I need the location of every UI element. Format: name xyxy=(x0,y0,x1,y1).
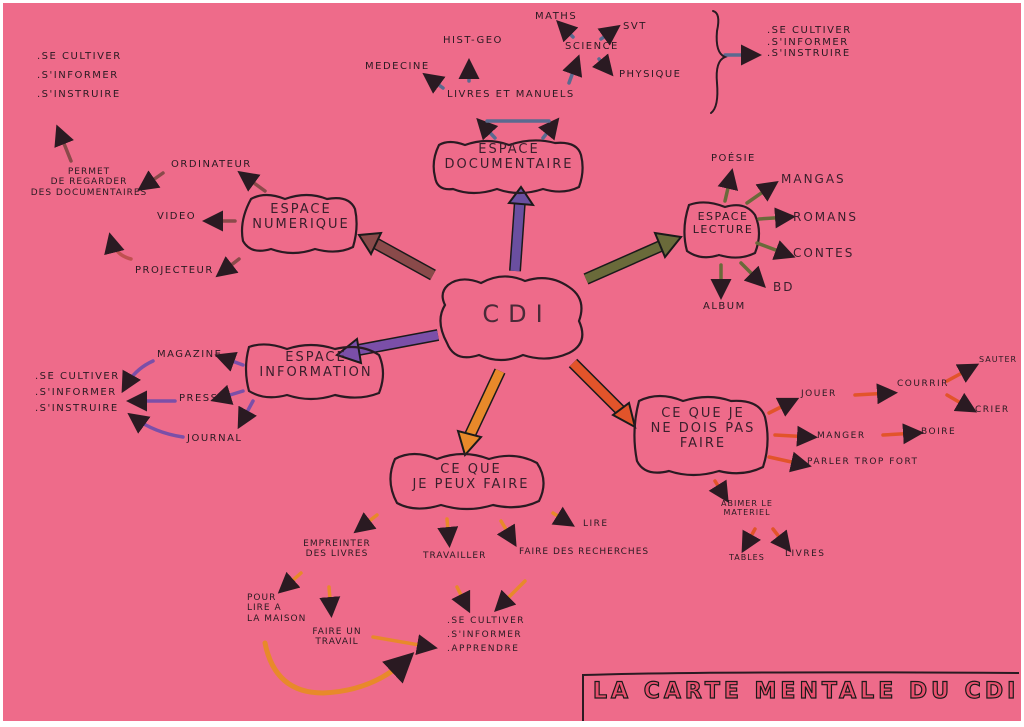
numerique-goals: .SE CULTIVER .S'INFORMER .S'INSTRUIRE xyxy=(37,47,122,104)
permet-line: DE REGARDER xyxy=(50,177,128,188)
jouer: JOUER xyxy=(801,389,837,399)
abimer-line: MATERIEL xyxy=(723,508,771,518)
faire-recherches: FAIRE DES RECHERCHES xyxy=(519,547,650,557)
travailler: TRAVAILLER xyxy=(423,551,487,561)
video: VIDEO xyxy=(157,211,197,222)
center-label: CDI xyxy=(482,300,552,328)
numerique-title-line2: NUMERIQUE xyxy=(252,216,350,232)
cloud-cdi xyxy=(439,275,584,362)
physique: PHYSIQUE xyxy=(619,69,682,80)
information-title-line2: INFORMATION xyxy=(259,364,373,380)
poesie: POÉSIE xyxy=(711,153,756,164)
ne-dois-pas-title-line1: CE QUE JE xyxy=(661,406,745,421)
abimer-line: ABIMER LE xyxy=(721,499,773,508)
documentaire-title-line2: DOCUMENTAIRE xyxy=(444,156,574,172)
cloud-peux-faire xyxy=(389,452,545,511)
goal-item: .SE CULTIVER xyxy=(37,51,122,62)
projecteur: PROJECTEUR xyxy=(135,265,214,276)
bd: BD xyxy=(773,280,795,294)
lecture-title-line2: LECTURE xyxy=(692,222,754,236)
permet-line: DES DOCUMENTAIRES xyxy=(30,187,148,198)
boire: BOIRE xyxy=(921,427,957,437)
peux-faire-goals: .SE CULTIVER .S'INFORMER .APPRENDRE xyxy=(447,615,525,657)
contes: CONTES xyxy=(793,246,855,260)
permet-regarder: PERMET DE REGARDER DES DOCUMENTAIRES xyxy=(29,167,149,198)
peux-faire-title-line1: CE QUE xyxy=(440,462,502,477)
crier: CRIER xyxy=(975,405,1010,415)
courrir: COURRIR xyxy=(897,379,949,389)
ne-dois-pas-title-line2: NE DOIS PAS xyxy=(650,420,756,436)
map-title: LA CARTE MENTALE DU CDI xyxy=(592,678,1020,704)
peux-faire-title-line2: JE PEUX FAIRE xyxy=(412,476,530,492)
goal-item: .S'INFORMER xyxy=(35,387,117,398)
ordinateur: ORDINATEUR xyxy=(171,159,252,170)
numerique-title-line1: ESPACE xyxy=(270,202,332,217)
cloud-ne-dois-pas xyxy=(633,394,769,477)
connector-layer xyxy=(54,10,1020,721)
documentaire-title: ESPACE DOCUMENTAIRE xyxy=(439,142,579,173)
maison-line: POUR xyxy=(247,593,277,603)
mangas: MANGAS xyxy=(781,172,846,186)
sauter: SAUTER xyxy=(979,355,1018,364)
hist-geo: HIST-GEO xyxy=(443,35,503,46)
cloud-numerique xyxy=(240,193,358,255)
goal-item: .S'INSTRUIRE xyxy=(37,89,121,100)
livres-abimer: LIVRES xyxy=(785,549,826,559)
information-title-line1: ESPACE xyxy=(285,350,347,365)
goal-item: .S'INSTRUIRE xyxy=(767,48,851,59)
presse: PRESSE xyxy=(179,393,227,404)
documentaire-goals: .SE CULTIVER .S'INFORMER .S'INSTRUIRE xyxy=(767,25,852,60)
mind-map-sheet: CDI ESPACE DOCUMENTAIRE LIVRES ET MANUEL… xyxy=(3,3,1021,721)
thin-arrows xyxy=(54,10,980,696)
numerique-title: ESPACE NUMERIQUE xyxy=(247,202,355,233)
emprunter-livres: EMPREINTER DES LIVRES xyxy=(297,539,377,560)
lire: LIRE xyxy=(583,519,609,529)
goal-item: .SE CULTIVER xyxy=(447,616,526,626)
information-title: ESPACE INFORMATION xyxy=(249,350,383,381)
arrow-to-documentaire-fill xyxy=(510,199,525,272)
livres-manuels: LIVRES ET MANUELS xyxy=(447,89,575,100)
travail-line: FAIRE UN xyxy=(312,627,362,637)
goal-item: .SE CULTIVER xyxy=(35,371,120,382)
emprunter-line: DES LIVRES xyxy=(305,549,369,560)
maths: MATHS xyxy=(535,11,578,22)
cloud-documentaire xyxy=(432,139,584,195)
lecture-title: ESPACE LECTURE xyxy=(687,210,759,236)
peux-faire-title: CE QUE JE PEUX FAIRE xyxy=(397,462,545,493)
documentaire-title-line1: ESPACE xyxy=(478,142,540,157)
magazine: MAGAZINE xyxy=(157,349,223,360)
cloud-bubbles xyxy=(240,139,769,511)
emprunter-line: EMPREINTER xyxy=(303,539,371,549)
science: SCIENCE xyxy=(565,41,619,52)
lire-maison: POUR LIRE A LA MAISON xyxy=(247,593,306,624)
goal-item: .S'INFORMER xyxy=(447,629,523,640)
journal: JOURNAL xyxy=(187,433,243,444)
ne-dois-pas-title: CE QUE JE NE DOIS PAS FAIRE xyxy=(643,406,763,452)
medecine: MEDECINE xyxy=(365,61,430,72)
goal-item: .S'INSTRUIRE xyxy=(35,403,119,414)
svt: SVT xyxy=(623,21,647,32)
cloud-lecture xyxy=(683,201,761,259)
manger: MANGER xyxy=(817,431,866,441)
lecture-title-line1: ESPACE xyxy=(697,210,749,223)
travail-line: TRAVAIL xyxy=(315,637,359,648)
goal-item: .S'INFORMER xyxy=(767,36,849,48)
tables: TABLES xyxy=(729,553,765,562)
title-frame xyxy=(582,671,1020,721)
goal-item: .S'INFORMER xyxy=(37,70,119,81)
faire-travail: FAIRE UN TRAVAIL xyxy=(309,627,365,648)
permet-line: PERMET xyxy=(67,167,111,177)
goal-item: .APPRENDRE xyxy=(447,643,520,654)
maison-line: LIRE A xyxy=(247,603,282,614)
abimer-materiel: ABIMER LE MATERIEL xyxy=(707,499,787,517)
album: ALBUM xyxy=(703,301,746,312)
parler-trop-fort: PARLER TROP FORT xyxy=(807,457,919,467)
cloud-information xyxy=(244,343,385,401)
maison-line: LA MAISON xyxy=(247,613,307,624)
information-goals: .SE CULTIVER .S'INFORMER .S'INSTRUIRE xyxy=(35,369,120,417)
ne-dois-pas-title-line3: FAIRE xyxy=(679,435,727,451)
goal-item: .SE CULTIVER xyxy=(767,25,852,36)
romans: ROMANS xyxy=(793,210,858,224)
